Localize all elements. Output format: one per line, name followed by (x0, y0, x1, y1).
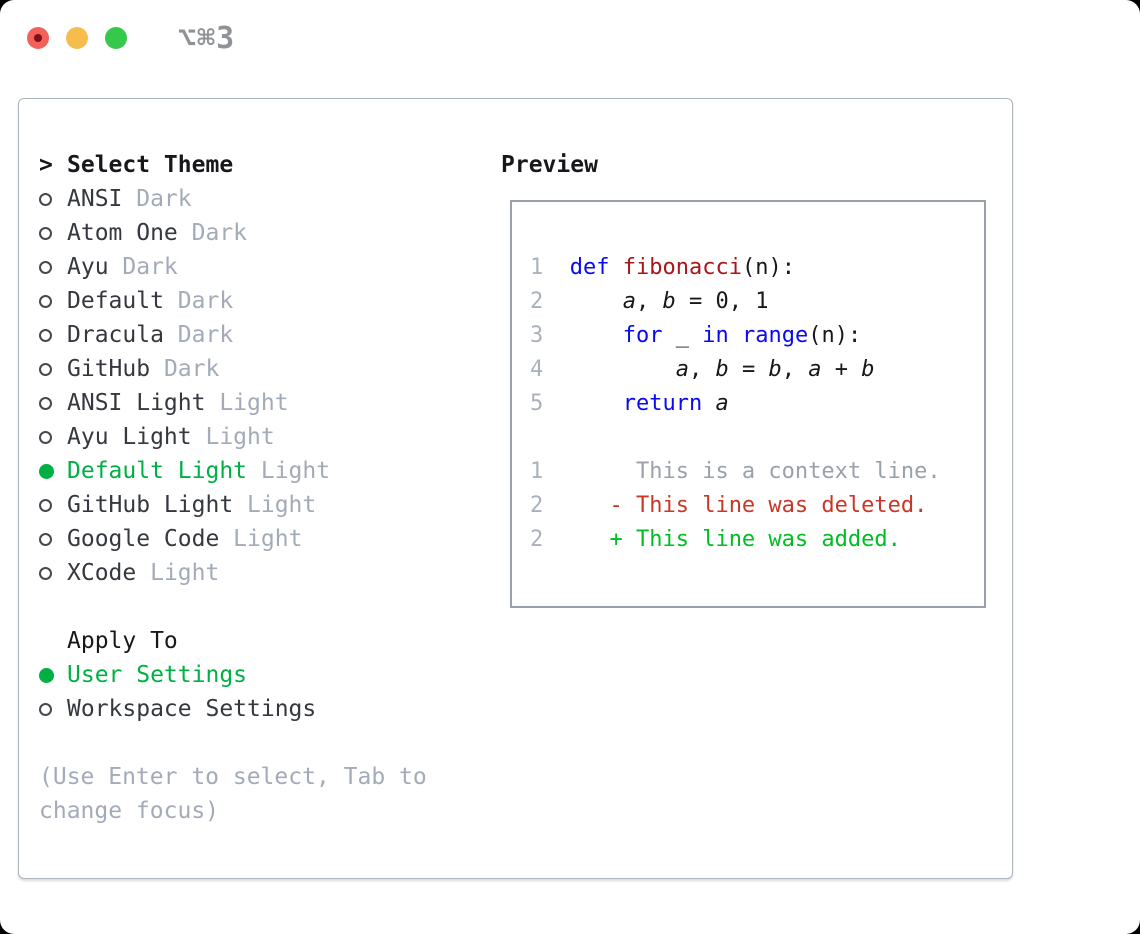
theme-option-github[interactable]: GitHub Dark (39, 352, 489, 386)
option-label: GitHub Light (67, 492, 234, 518)
radio-icon (39, 328, 52, 342)
option-label: User Settings (67, 662, 248, 688)
radio-icon (39, 226, 52, 240)
radio-icon (39, 430, 52, 444)
help-text-line-1: (Use Enter to select, Tab to (39, 764, 427, 790)
theme-option-atom-one[interactable]: Atom One Dark (39, 216, 489, 250)
spacer (39, 726, 489, 760)
preview-line (530, 421, 984, 455)
apply-to-header: Apply To (39, 624, 489, 658)
preview-line: 2 a, b = 0, 1 (530, 289, 769, 314)
select-theme-header: > Select Theme (39, 148, 489, 182)
radio-icon (39, 362, 52, 376)
radio-icon (39, 532, 52, 546)
preview-header: Preview (501, 152, 598, 178)
option-variant-label: Dark (122, 186, 192, 212)
help-text-line-2: change focus) (39, 798, 220, 824)
preview-line: 2 + This line was added. (530, 527, 901, 552)
preview-line: 4 a, b = b, a + b (530, 357, 875, 382)
option-variant-label: Light (136, 560, 220, 586)
apply-option-workspace-settings[interactable]: Workspace Settings (39, 692, 489, 726)
theme-option-ayu[interactable]: Ayu Dark (39, 250, 489, 284)
option-label: Workspace Settings (67, 696, 317, 722)
preview-line: 5 return a (530, 391, 729, 416)
option-variant-label: Light (247, 458, 331, 484)
option-variant-label: Dark (163, 288, 234, 314)
code-preview-box: 1 def fibonacci(n): 2 a, b = 0, 1 3 for _ … (510, 200, 986, 608)
radio-selected-icon (39, 667, 54, 683)
option-variant-label: Light (219, 526, 303, 552)
theme-option-default-light[interactable]: Default Light Light (39, 454, 489, 488)
option-label: ANSI Light (67, 390, 206, 416)
title-bar: ⌥⌘3 (0, 0, 1140, 76)
preview-line: 2 - This line was deleted. (530, 493, 928, 518)
option-label: XCode (67, 560, 137, 586)
radio-icon (39, 260, 52, 274)
option-label: Atom One (67, 220, 178, 246)
option-variant-label: Dark (177, 220, 248, 246)
preview-line: 3 for _ in range(n): (530, 323, 862, 348)
focus-caret-icon: > (39, 152, 53, 178)
option-variant-label: Dark (150, 356, 220, 382)
close-window-button[interactable] (27, 27, 49, 49)
radio-icon (39, 498, 52, 512)
option-variant-label: Dark (108, 254, 178, 280)
minimize-window-button[interactable] (66, 27, 88, 49)
apply-to-header-label: Apply To (67, 628, 178, 654)
theme-option-ansi-light[interactable]: ANSI Light Light (39, 386, 489, 420)
apply-option-user-settings[interactable]: User Settings (39, 658, 489, 692)
window-title: ⌥⌘3 (178, 20, 236, 56)
option-label: ANSI (67, 186, 123, 212)
option-variant-label: Light (191, 424, 275, 450)
theme-option-default[interactable]: Default Dark (39, 284, 489, 318)
radio-selected-icon (39, 463, 54, 479)
option-label: GitHub (67, 356, 151, 382)
option-variant-label: Light (233, 492, 317, 518)
preview-line: 1 def fibonacci(n): (530, 255, 795, 280)
unsaved-dot-icon (34, 34, 42, 42)
radio-icon (39, 294, 52, 308)
zoom-window-button[interactable] (105, 27, 127, 49)
option-variant-label: Dark (163, 322, 234, 348)
theme-option-xcode[interactable]: XCode Light (39, 556, 489, 590)
preview-line: 1 This is a context line. (530, 459, 941, 484)
theme-option-google-code[interactable]: Google Code Light (39, 522, 489, 556)
radio-icon (39, 566, 52, 580)
radio-icon (39, 702, 52, 716)
option-label: Google Code (67, 526, 220, 552)
option-variant-label: Light (205, 390, 289, 416)
option-label: Default (67, 288, 164, 314)
option-label: Default Light (67, 458, 248, 484)
option-label: Ayu Light (67, 424, 192, 450)
theme-option-ansi[interactable]: ANSI Dark (39, 182, 489, 216)
theme-option-dracula[interactable]: Dracula Dark (39, 318, 489, 352)
theme-option-ayu-light[interactable]: Ayu Light Light (39, 420, 489, 454)
radio-icon (39, 396, 52, 410)
spacer (39, 590, 489, 624)
select-theme-header-label: Select Theme (67, 152, 234, 178)
radio-icon (39, 192, 52, 206)
theme-option-github-light[interactable]: GitHub Light Light (39, 488, 489, 522)
option-label: Ayu (67, 254, 109, 280)
option-label: Dracula (67, 322, 164, 348)
